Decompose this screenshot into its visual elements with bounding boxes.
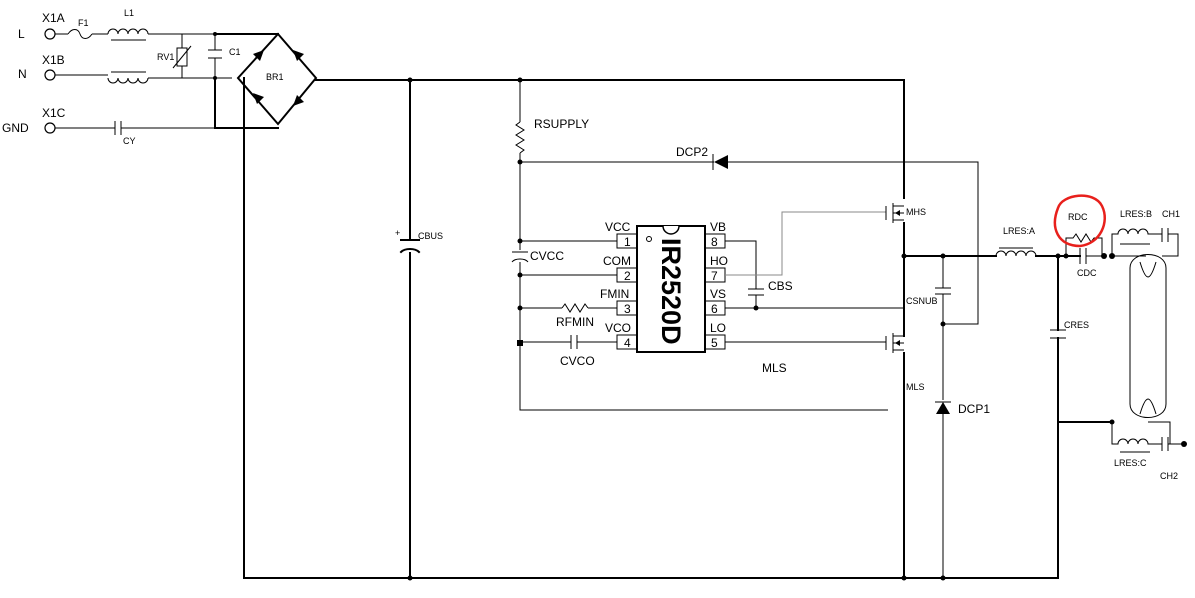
label-RDC: RDC bbox=[1068, 212, 1088, 222]
pin-num: 2 bbox=[624, 269, 631, 283]
dc-bus: + CBUS bbox=[243, 77, 1059, 581]
ic-IR2520D: IR2520D 1 2 3 4 VCC COM FMIN VCO 8 7 6 5… bbox=[600, 220, 728, 353]
bridge-rectifier-BR1: BR1 bbox=[236, 32, 318, 126]
inductor-LRES-A bbox=[995, 250, 1037, 257]
pin-name: VCC bbox=[605, 220, 631, 234]
bus-negative bbox=[243, 77, 1059, 579]
pin-num: 4 bbox=[624, 336, 631, 350]
lamp-tube bbox=[1129, 254, 1167, 418]
capacitor-CBUS bbox=[399, 239, 421, 254]
mosfet-MLS bbox=[885, 333, 904, 353]
label-CBS: CBS bbox=[768, 279, 793, 293]
pin-name: VS bbox=[710, 287, 726, 301]
label-CDC: CDC bbox=[1077, 268, 1097, 278]
pin-num: 1 bbox=[624, 235, 631, 249]
capacitor-CRES bbox=[1050, 329, 1066, 339]
inductor-LRES-B bbox=[1111, 228, 1179, 257]
pin-name: VCO bbox=[605, 321, 631, 335]
diode-BR1-c bbox=[253, 93, 264, 104]
pin-name: HO bbox=[710, 254, 728, 268]
label-RV1: RV1 bbox=[157, 52, 174, 62]
diode-DCP1 bbox=[936, 402, 950, 414]
cbus-plus: + bbox=[395, 228, 400, 238]
diode-BR1-a bbox=[253, 46, 268, 61]
label-GND: GND bbox=[2, 121, 29, 135]
label-N: N bbox=[18, 67, 27, 81]
label-BR1: BR1 bbox=[266, 72, 284, 82]
label-CH2: CH2 bbox=[1160, 471, 1178, 481]
pin-name: VB bbox=[710, 220, 726, 234]
capacitor-CSNUB bbox=[935, 256, 951, 400]
diode-BR1-b bbox=[293, 50, 304, 61]
diode-BR1-d bbox=[293, 95, 304, 106]
label-C1: C1 bbox=[229, 47, 241, 57]
label-LRES-C: LRES:C bbox=[1114, 458, 1147, 468]
label-X1B: X1B bbox=[42, 53, 65, 67]
fuse-F1 bbox=[67, 29, 93, 39]
label-X1A: X1A bbox=[42, 11, 65, 25]
resistor-RFMIN bbox=[561, 303, 589, 313]
capacitor-CVCC bbox=[511, 251, 529, 263]
pin-name: LO bbox=[710, 321, 726, 335]
capacitor-CDC bbox=[1079, 248, 1104, 264]
pin-num: 3 bbox=[624, 302, 631, 316]
resonant-output: LRES:A RDC CDC CRES LRES:B CH1 LRES:C bbox=[995, 194, 1187, 579]
pin-num: 5 bbox=[711, 336, 718, 350]
inductor-LRES-C bbox=[1111, 422, 1184, 451]
label-RFMIN: RFMIN bbox=[556, 315, 594, 329]
inductor-L1-upper bbox=[107, 28, 149, 35]
label-CSNUB: CSNUB bbox=[906, 296, 938, 306]
capacitor-CVCO bbox=[520, 335, 617, 349]
label-RSUPPLY: RSUPPLY bbox=[534, 117, 589, 131]
label-MLS: MLS bbox=[906, 382, 925, 392]
pin-num: 7 bbox=[711, 269, 718, 283]
input-section: L N GND X1A X1B X1C F1 L1 RV1 C1 CY bbox=[2, 8, 279, 146]
pin-name: COM bbox=[603, 254, 631, 268]
label-CRES: CRES bbox=[1064, 320, 1089, 330]
capacitor-CBS bbox=[748, 288, 764, 296]
control-section: RSUPPLY DCP2 CVCC RFMIN CVCO bbox=[511, 77, 979, 411]
resistor-RSUPPLY bbox=[515, 121, 525, 154]
pin-num: 6 bbox=[711, 302, 718, 316]
label-DCP2: DCP2 bbox=[676, 145, 708, 159]
pin-name: FMIN bbox=[600, 287, 629, 301]
ic-pin-2 bbox=[616, 267, 638, 283]
ic-pin-4 bbox=[616, 334, 638, 350]
terminal-X1B bbox=[44, 69, 56, 81]
mosfet-MHS bbox=[885, 203, 904, 223]
diode-DCP2 bbox=[714, 155, 728, 169]
ic-notch bbox=[662, 225, 680, 235]
highlight-circle bbox=[1053, 194, 1106, 248]
label-MLS-net: MLS bbox=[762, 361, 787, 375]
ic-pin1-marker bbox=[646, 236, 652, 242]
label-F1: F1 bbox=[78, 18, 89, 28]
label-CVCC: CVCC bbox=[530, 249, 564, 263]
label-CH1: CH1 bbox=[1162, 209, 1180, 219]
label-CVCO: CVCO bbox=[560, 354, 595, 368]
ic-body bbox=[636, 225, 706, 353]
terminal-X1A bbox=[44, 28, 56, 40]
label-X1C: X1C bbox=[42, 106, 66, 120]
ic-part-number: IR2520D bbox=[656, 238, 686, 345]
label-CBUS: CBUS bbox=[418, 231, 443, 241]
l1-core bbox=[111, 39, 146, 73]
ic-pin-3 bbox=[616, 300, 638, 316]
label-DCP1: DCP1 bbox=[958, 402, 990, 416]
label-L1: L1 bbox=[124, 8, 134, 18]
half-bridge: MHS MLS CSNUB DCP1 bbox=[885, 79, 997, 581]
capacitor-C1 bbox=[208, 34, 222, 78]
label-LRES-B: LRES:B bbox=[1120, 209, 1152, 219]
capacitor-CY bbox=[55, 121, 215, 135]
terminal-X1C bbox=[44, 122, 56, 134]
inductor-L1-lower bbox=[107, 77, 149, 84]
label-LRES-A: LRES:A bbox=[1003, 226, 1035, 236]
gate-drive: CBS MLS bbox=[725, 211, 904, 375]
label-L: L bbox=[18, 27, 25, 41]
pin-num: 8 bbox=[711, 235, 718, 249]
varistor-RV1 bbox=[176, 47, 188, 67]
label-MHS: MHS bbox=[906, 207, 926, 217]
ic-pin-1 bbox=[616, 233, 638, 249]
label-CY: CY bbox=[123, 136, 136, 146]
